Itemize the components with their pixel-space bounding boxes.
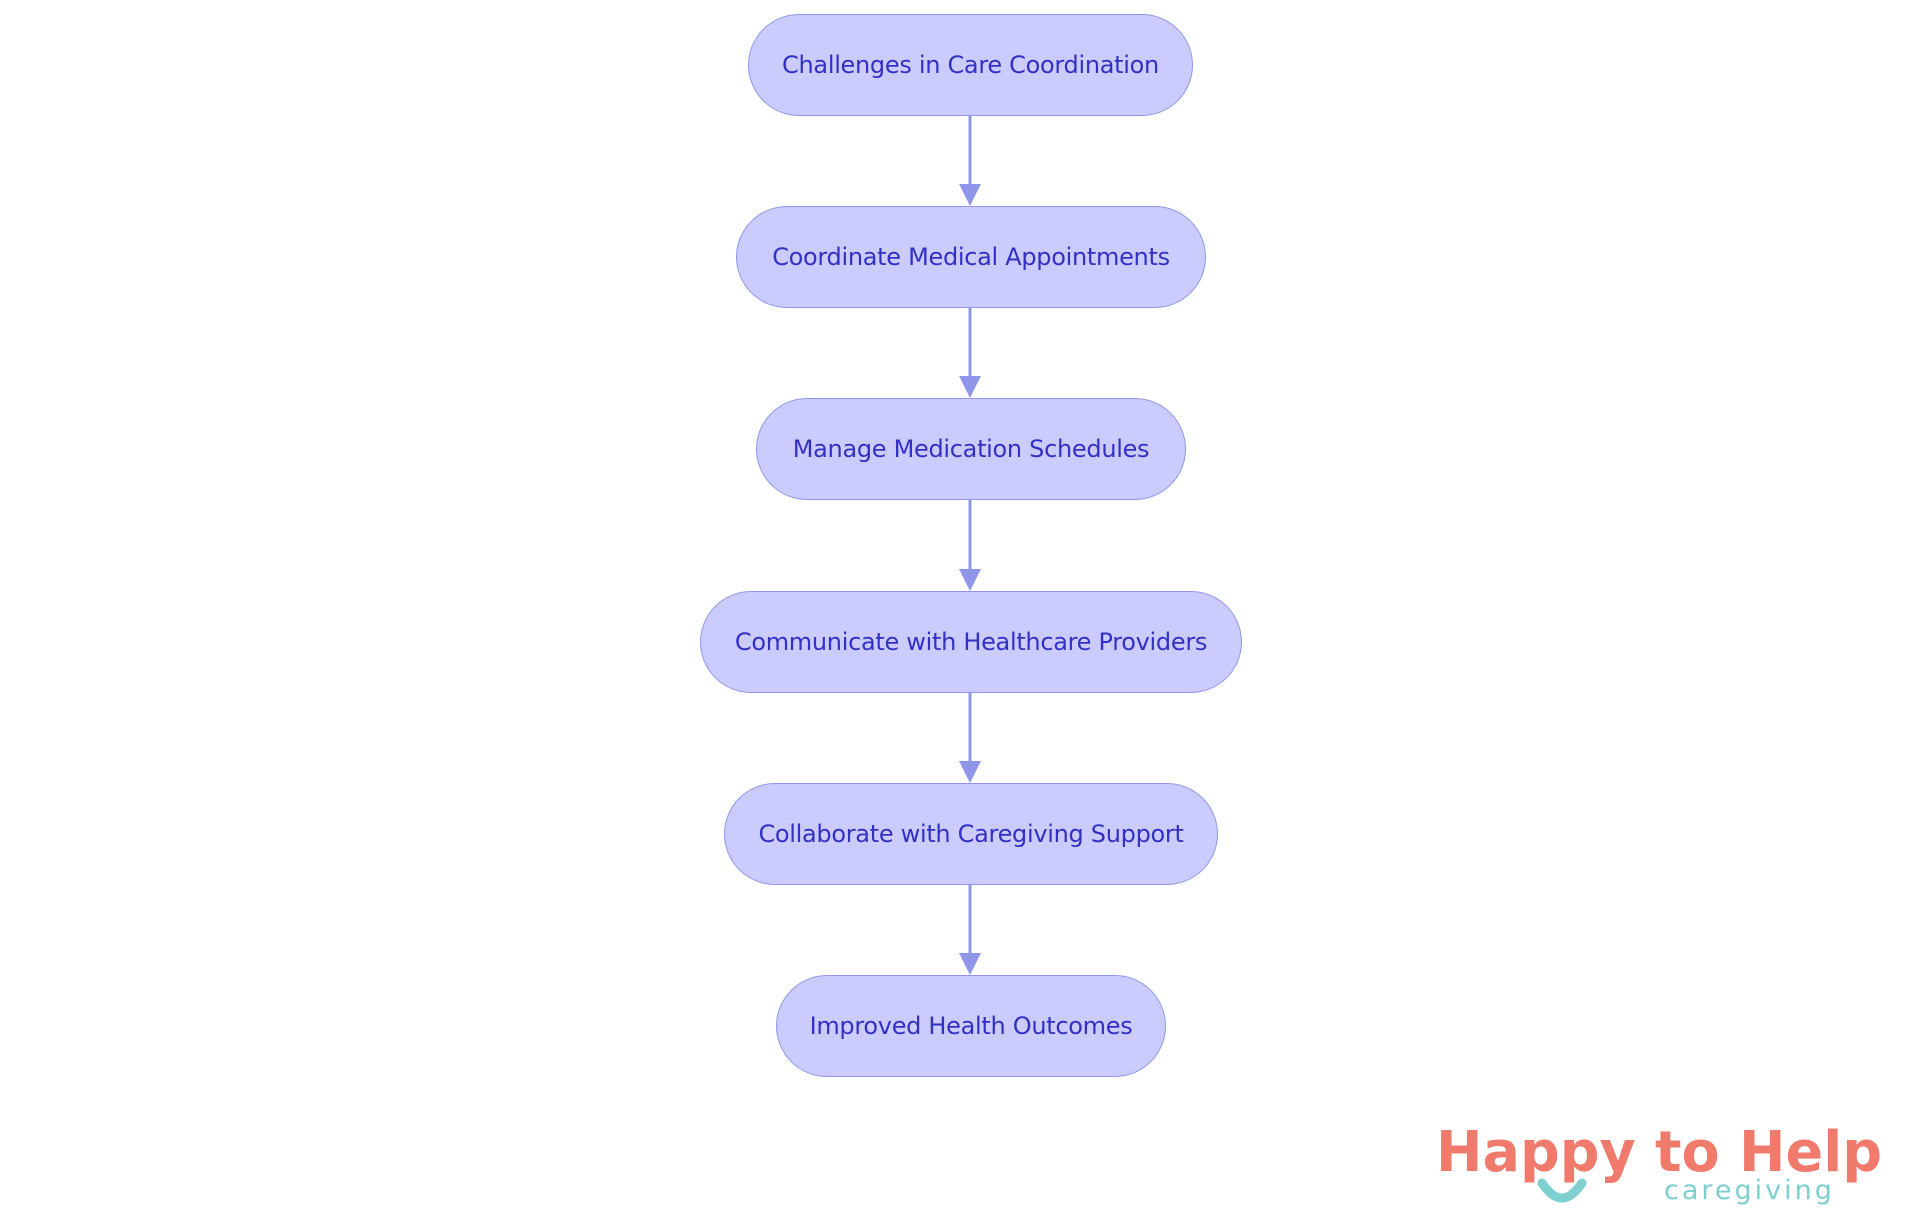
node-label: Coordinate Medical Appointments [772, 243, 1170, 271]
smile-icon [1537, 1178, 1587, 1203]
flowchart-node-medication: Manage Medication Schedules [756, 398, 1186, 500]
flowchart-node-challenges: Challenges in Care Coordination [748, 14, 1193, 116]
node-label: Improved Health Outcomes [809, 1012, 1133, 1040]
arrowhead-icon [959, 376, 981, 398]
arrowhead-icon [959, 569, 981, 591]
logo-brand-text: Happy to Help [1436, 1120, 1882, 1185]
arrowhead-icon [959, 761, 981, 783]
edge-n5-n6 [959, 885, 981, 975]
node-label: Challenges in Care Coordination [782, 51, 1159, 79]
arrowhead-icon [959, 184, 981, 206]
logo-tagline-text: caregiving [1664, 1175, 1835, 1206]
flowchart-node-appointments: Coordinate Medical Appointments [736, 206, 1206, 308]
flowchart-node-outcomes: Improved Health Outcomes [776, 975, 1166, 1077]
node-label: Manage Medication Schedules [792, 435, 1150, 463]
edge-n2-n3 [959, 308, 981, 398]
flowchart-node-communicate: Communicate with Healthcare Providers [700, 591, 1242, 693]
brand-logo: Happy to Help caregiving [1420, 1113, 1900, 1213]
edge-n3-n4 [959, 500, 981, 591]
edge-n4-n5 [959, 693, 981, 783]
node-label: Collaborate with Caregiving Support [758, 820, 1184, 848]
arrowhead-icon [959, 953, 981, 975]
flowchart-node-collaborate: Collaborate with Caregiving Support [724, 783, 1218, 885]
node-label: Communicate with Healthcare Providers [734, 628, 1208, 656]
edge-n1-n2 [959, 116, 981, 206]
